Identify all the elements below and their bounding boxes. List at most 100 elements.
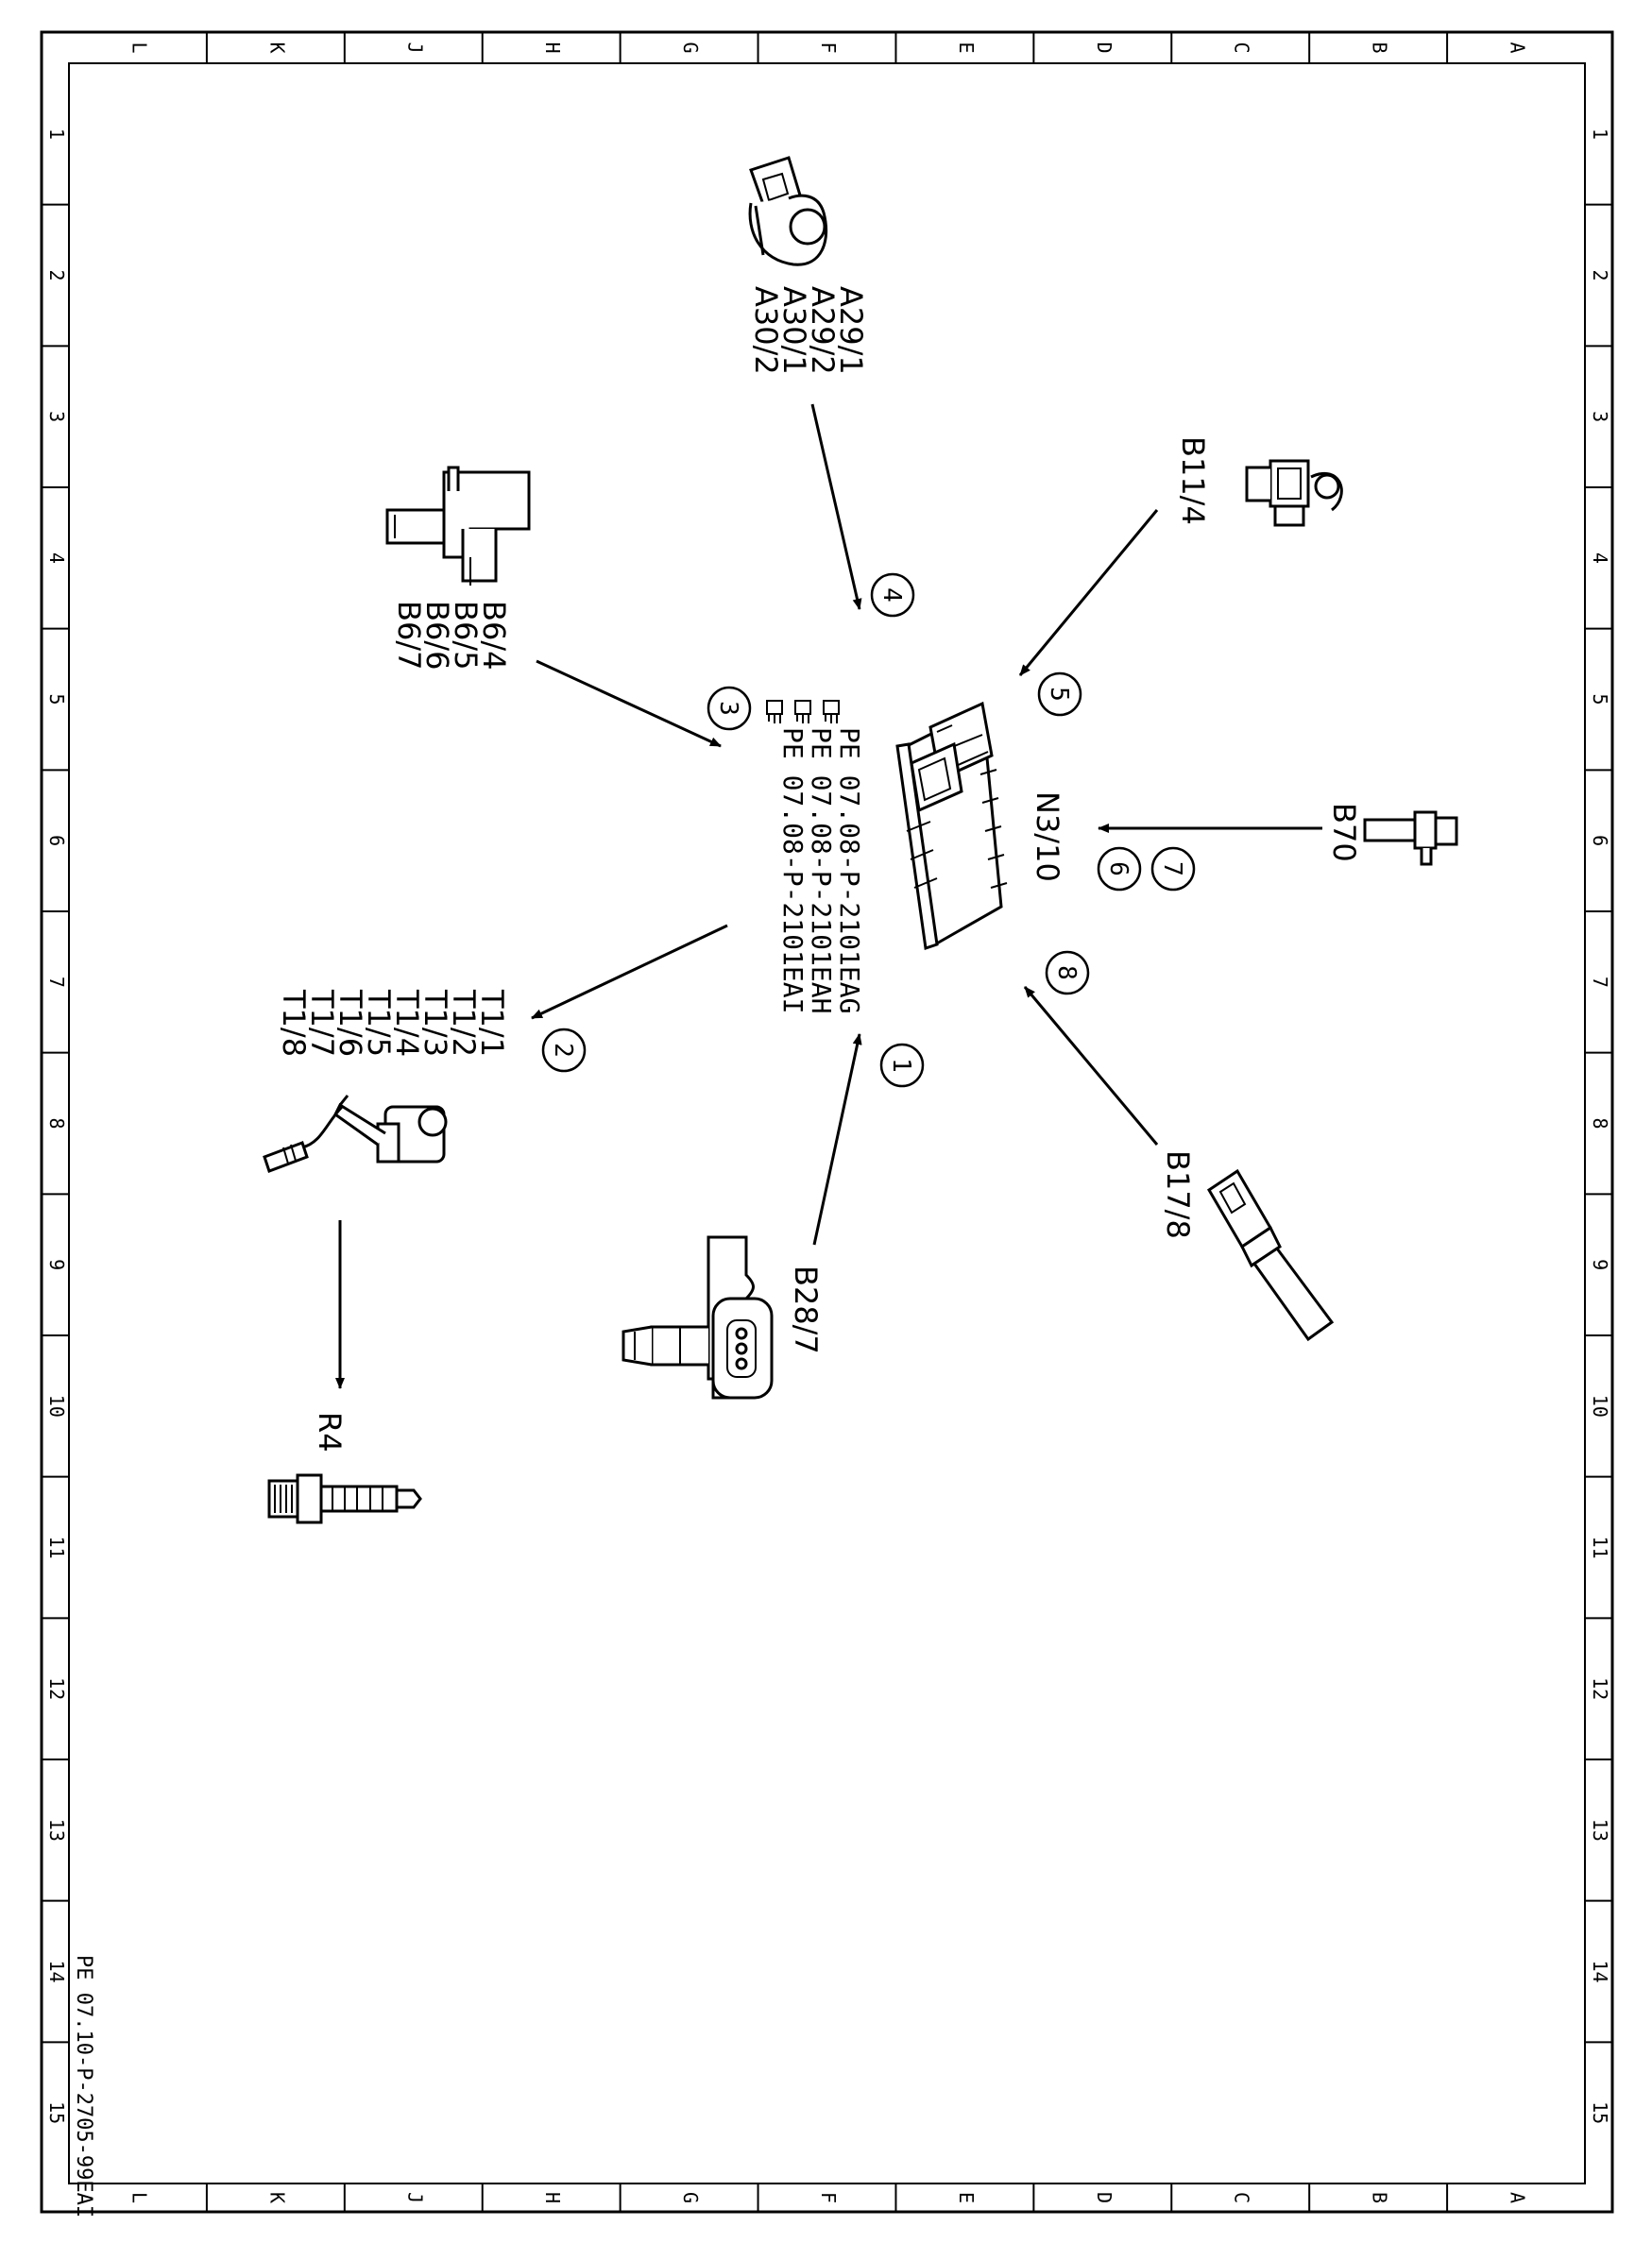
column-letter: C bbox=[1231, 42, 1253, 53]
svg-text:4: 4 bbox=[877, 587, 906, 603]
drawing-frame bbox=[40, 30, 1614, 2214]
callout-8: 8 bbox=[1045, 950, 1090, 995]
label-n3-10: N3/10 bbox=[1030, 791, 1065, 882]
row-number: 5 bbox=[45, 693, 68, 705]
pointing-hand-icon bbox=[766, 700, 783, 723]
label-t1-4: T1/4 bbox=[389, 989, 425, 1057]
row-number: 4 bbox=[1589, 552, 1611, 564]
row-number: 7 bbox=[45, 977, 68, 988]
label-t1-2: T1/2 bbox=[446, 989, 482, 1057]
column-letter: B bbox=[1369, 42, 1391, 53]
callout-3: 3 bbox=[707, 686, 752, 731]
row-number: 12 bbox=[1589, 1677, 1611, 1700]
row-number: 13 bbox=[45, 1819, 68, 1842]
t1-labels: T1/1 T1/2 T1/3 T1/4 T1/5 T1/6 T1/7 T1/8 bbox=[276, 989, 510, 1057]
svg-text:1: 1 bbox=[887, 1058, 915, 1073]
row-number: 12 bbox=[45, 1677, 68, 1700]
row-number: 7 bbox=[1589, 977, 1611, 988]
column-letter: F bbox=[817, 2192, 840, 2203]
engine-control-unit-icon bbox=[895, 701, 1008, 950]
callout-2: 2 bbox=[541, 1028, 587, 1073]
arrow-a29-to-ecu bbox=[810, 403, 862, 610]
label-a30-2: A30/2 bbox=[748, 286, 784, 375]
a29-a30-labels: A29/1 A29/2 A30/1 A30/2 bbox=[748, 286, 869, 375]
label-t1-1: T1/1 bbox=[474, 989, 510, 1057]
callout-5: 5 bbox=[1037, 671, 1082, 717]
reference-text-1: PE 07.08-P-2101EAG bbox=[834, 727, 865, 1013]
connection-arrows bbox=[335, 403, 1322, 1389]
ignition-coil-icon bbox=[263, 1095, 448, 1173]
arrow-b6-to-ecu bbox=[536, 659, 722, 748]
column-letter: C bbox=[1231, 2192, 1253, 2203]
label-a29-1: A29/1 bbox=[833, 286, 869, 375]
svg-text:5: 5 bbox=[1045, 687, 1073, 702]
reference-text-3: PE 07.08-P-2101EAI bbox=[777, 727, 809, 1013]
row-number: 9 bbox=[1589, 1259, 1611, 1270]
label-t1-8: T1/8 bbox=[276, 989, 312, 1057]
callout-markers: 1 2 3 4 5 6 7 8 bbox=[541, 572, 1196, 1088]
coolant-temp-sensor-icon bbox=[1245, 459, 1343, 527]
row-number: 2 bbox=[45, 269, 68, 280]
row-number: 5 bbox=[1589, 693, 1611, 705]
column-letter: D bbox=[1093, 2192, 1116, 2203]
callout-1: 1 bbox=[879, 1043, 925, 1088]
row-number: 15 bbox=[1589, 2101, 1611, 2124]
label-b70: B70 bbox=[1326, 803, 1362, 862]
pointing-hand-icon bbox=[794, 700, 811, 723]
row-number: 11 bbox=[45, 1536, 68, 1558]
row-number: 13 bbox=[1589, 1819, 1611, 1842]
row-number: 6 bbox=[1589, 835, 1611, 846]
label-b17-8: B17/8 bbox=[1160, 1150, 1196, 1239]
svg-text:2: 2 bbox=[549, 1043, 577, 1058]
reference-2: PE 07.08-P-2101EAH bbox=[794, 700, 837, 1013]
column-letter: E bbox=[955, 2192, 978, 2203]
arrow-b17-to-ecu bbox=[1023, 986, 1159, 1146]
row-number: 10 bbox=[45, 1395, 68, 1418]
reference-3: PE 07.08-P-2101EAI bbox=[766, 700, 809, 1013]
column-letter: H bbox=[541, 2192, 564, 2203]
label-b11-4: B11/4 bbox=[1175, 436, 1211, 525]
row-number: 3 bbox=[1589, 411, 1611, 422]
label-t1-5: T1/5 bbox=[361, 989, 397, 1057]
column-letter: A bbox=[1507, 2192, 1529, 2203]
row-number: 11 bbox=[1589, 1536, 1611, 1558]
intake-air-temp-sensor-icon bbox=[1206, 1168, 1335, 1342]
reference-1: PE 07.08-P-2101EAG bbox=[823, 700, 865, 1013]
row-number: 14 bbox=[1589, 1960, 1611, 1982]
label-a30-1: A30/1 bbox=[776, 286, 812, 375]
svg-text:6: 6 bbox=[1104, 861, 1133, 876]
reference-list: PE 07.08-P-2101EAG PE 07.08-P-2101EAH PE… bbox=[766, 700, 865, 1013]
b6-labels: B6/4 B6/5 B6/6 B6/7 bbox=[391, 601, 512, 670]
label-r4: R4 bbox=[312, 1412, 348, 1453]
column-letter: J bbox=[403, 42, 426, 53]
row-number: 3 bbox=[45, 411, 68, 422]
label-b6-4: B6/4 bbox=[476, 601, 512, 670]
row-number: 2 bbox=[1589, 269, 1611, 280]
callout-6: 6 bbox=[1097, 846, 1142, 892]
row-number: 6 bbox=[45, 835, 68, 846]
label-b28-7: B28/7 bbox=[788, 1266, 824, 1354]
document-id: PE 07.10-P-2705-99EAI bbox=[72, 1955, 95, 2218]
row-number: 8 bbox=[1589, 1117, 1611, 1129]
label-a29-2: A29/2 bbox=[805, 286, 841, 375]
arrow-b28-to-ecu bbox=[812, 1033, 862, 1246]
column-letter: E bbox=[955, 42, 978, 53]
label-t1-3: T1/3 bbox=[417, 989, 453, 1057]
row-number: 14 bbox=[45, 1960, 68, 1982]
svg-text:3: 3 bbox=[714, 701, 742, 716]
label-b6-5: B6/5 bbox=[448, 601, 484, 670]
label-t1-7: T1/7 bbox=[304, 989, 340, 1057]
pressure-sensor-icon bbox=[622, 1235, 774, 1400]
spark-plug-icon bbox=[267, 1473, 422, 1524]
arrow-ecu-to-t1 bbox=[531, 924, 728, 1020]
camshaft-sensor-icon bbox=[385, 466, 531, 586]
label-b6-6: B6/6 bbox=[419, 601, 455, 670]
column-letter: D bbox=[1093, 42, 1116, 53]
column-letter: B bbox=[1369, 2192, 1391, 2203]
row-number: 15 bbox=[45, 2101, 68, 2124]
svg-text:8: 8 bbox=[1052, 965, 1081, 980]
